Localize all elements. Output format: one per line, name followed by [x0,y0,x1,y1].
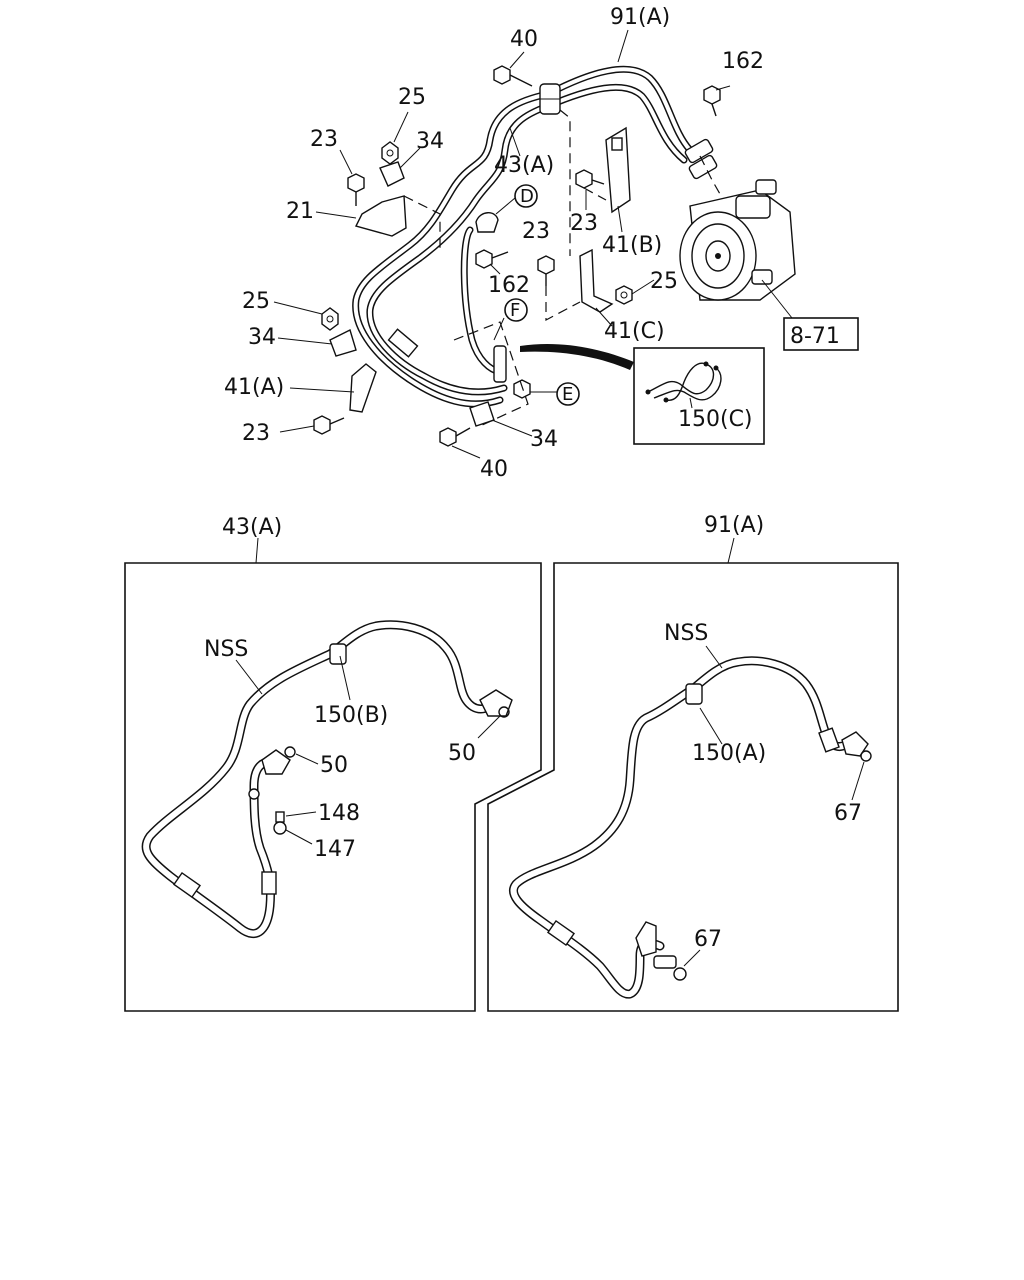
label-34-bottom: 34 [530,427,558,452]
panel-43a-nss: NSS [204,637,248,662]
label-23-low: 23 [522,219,550,244]
bolt-40-top [493,65,533,87]
label-41c: 41(C) [604,319,665,344]
label-40-bottom: 40 [480,457,508,482]
label-150b: 150(B) [314,703,388,728]
bracket-41a [349,363,377,413]
label-23-bottom: 23 [242,421,270,446]
cap-148 [275,811,285,823]
bolt-e [513,379,531,399]
label-91a-top: 91(A) [610,5,670,30]
inset-label-150c: 150(C) [678,407,753,432]
panel-91a: 91(A) NSS 150(A) 67 67 [487,513,899,1012]
label-23-top: 23 [310,127,338,152]
pipe-91a-assembly [352,65,718,408]
label-25-left: 25 [242,289,270,314]
label-25-top: 25 [398,85,426,110]
callout-e-circle [556,382,580,406]
label-41b: 41(B) [602,233,662,258]
label-162-mid: 162 [488,273,530,298]
ac-compressor [679,179,796,301]
clip-34-left [329,329,357,357]
label-150a: 150(A) [692,741,766,766]
label-67-bottom: 67 [694,927,722,952]
label-147: 147 [314,837,356,862]
reference-box-label: 8-71 [790,324,840,349]
callout-f: F [510,300,520,321]
bracket-21 [354,195,407,237]
label-25-right: 25 [650,269,678,294]
callout-f-circle [504,298,528,322]
oring-67-top [860,750,872,762]
oring-50-right [498,706,510,718]
label-50-mid: 50 [320,753,348,778]
clip-34-bottom [469,401,495,427]
oring-50-mid [284,746,296,758]
bolt-40-bottom [439,427,471,447]
reference-box [783,317,859,351]
bolt-23-top [347,173,365,206]
panel-43a-title: 43(A) [222,515,282,540]
callout-d: D [520,186,534,207]
nut-25-left [321,307,339,331]
label-40-top: 40 [510,27,538,52]
clip-34-top [379,161,405,187]
label-67-top: 67 [834,801,862,826]
panel-43a: 43(A) NSS 150(B) 50 50 148 147 [124,515,542,1012]
clamp-150a [685,683,703,705]
inset-150c [633,347,765,445]
callout-d-circle [514,184,538,208]
label-21: 21 [286,199,314,224]
panel-91a-nss: NSS [664,621,708,646]
label-34-top: 34 [416,129,444,154]
label-34-left: 34 [248,325,276,350]
bolt-23-bottom [313,415,345,435]
top-assembly: 91(A) 162 40 25 34 23 43(A) 21 D 23 41(B… [224,5,859,482]
oring-67-bottom [673,967,687,981]
bolt-23-mid [575,169,605,189]
nut-25-top [381,141,399,165]
label-162-top: 162 [722,49,764,74]
bracket-41b [605,126,631,214]
label-50-right: 50 [448,741,476,766]
label-148: 148 [318,801,360,826]
label-43a-top: 43(A) [494,153,554,178]
label-23-mid: 23 [570,211,598,236]
label-41a: 41(A) [224,375,284,400]
bolt-162-mid [475,249,509,269]
bolt-162-top [703,85,721,117]
panel-91a-title: 91(A) [704,513,764,538]
bolt-23-low [537,255,555,286]
callout-e: E [562,384,573,405]
bracket-41c [579,248,614,313]
nut-25-right [615,285,633,305]
clamp-150b [329,643,347,665]
valve-147 [273,821,287,835]
